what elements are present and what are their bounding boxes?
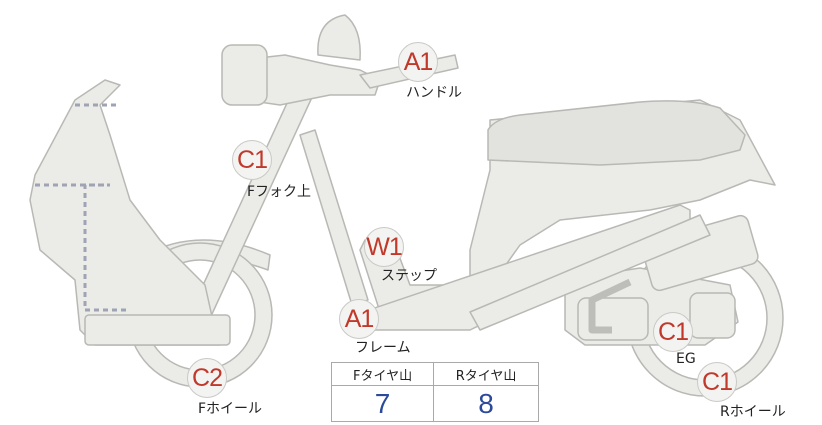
rear-tread-value: 8 [433,385,539,422]
point-code-handle: A1 [398,42,438,82]
floor-front [84,314,231,346]
point-label-step: ステップ [381,268,437,284]
down-tube [299,129,369,306]
mirror [317,14,361,61]
point-label-handle: ハンドル [406,85,462,101]
point-code-front-wheel: C2 [187,358,227,398]
point-label-front-fork-upper: Fフォク上 [247,184,312,200]
panel-line-middle [35,183,130,312]
rear-tread-header: Rタイヤ山 [433,362,539,386]
tire-tread-table: Fタイヤ山 Rタイヤ山 7 8 [330,362,539,422]
point-label-rear-wheel: Rホイール [720,404,786,420]
leg-shield [29,79,221,346]
point-code-front-fork-upper: C1 [232,140,272,180]
point-label-engine: EG [676,351,696,367]
point-label-frame: フレーム [355,340,411,356]
point-code-frame: A1 [339,299,379,339]
point-code-step: W1 [364,227,404,267]
frame-rail-lower [469,214,711,331]
point-label-front-wheel: Fホイール [198,401,263,417]
headlight [221,44,268,106]
rear-hub [689,292,736,339]
front-tread-value: 7 [330,385,435,422]
front-tread-header: Fタイヤ山 [330,362,435,386]
point-code-engine: C1 [653,312,693,352]
point-code-rear-wheel: C1 [697,362,737,402]
seat [487,100,746,166]
engine-pipe [588,278,632,334]
